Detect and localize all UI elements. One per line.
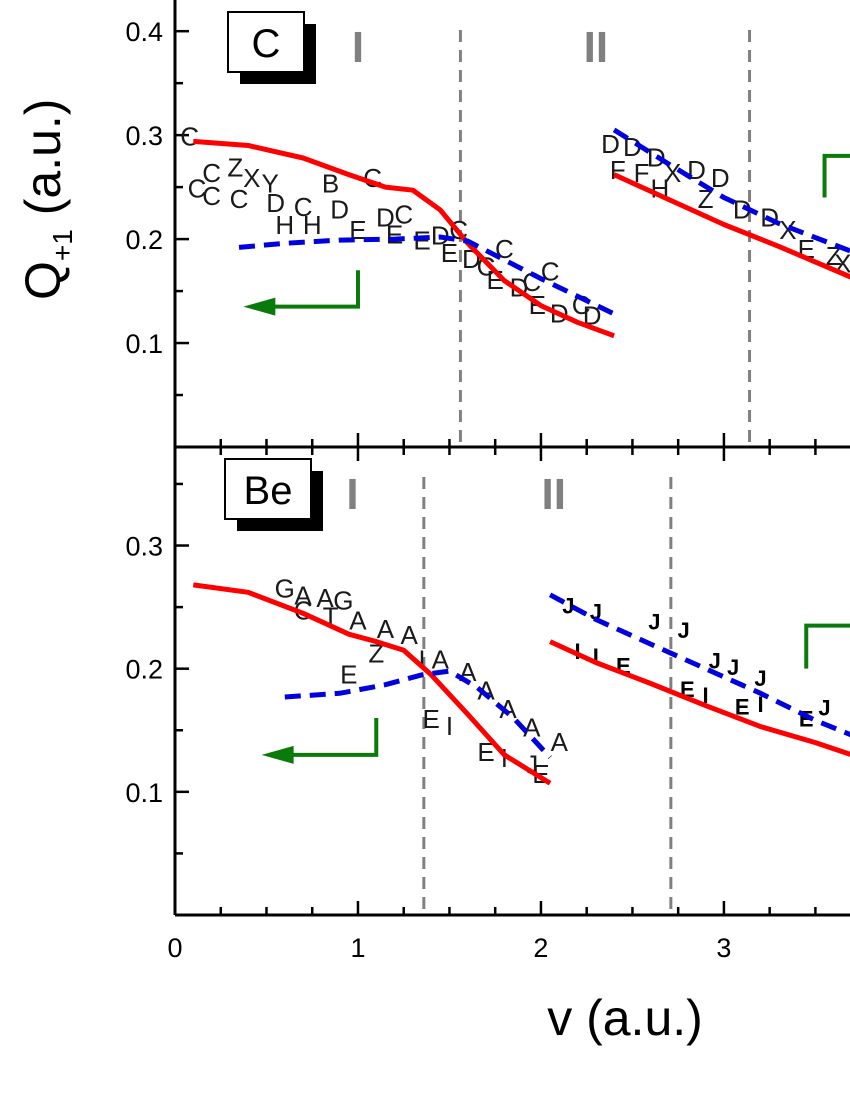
arrow-head <box>261 745 294 764</box>
data-marker: E <box>340 659 357 689</box>
data-marker: A <box>477 675 495 705</box>
element-label-box <box>224 458 312 520</box>
data-marker: B <box>322 168 339 198</box>
data-marker: H <box>303 210 322 240</box>
element-label: Be <box>244 469 293 513</box>
data-marker-bold: J <box>709 649 721 674</box>
data-marker: C <box>202 158 221 188</box>
series-line-red <box>193 138 615 339</box>
data-marker: D <box>623 132 642 162</box>
data-marker: Z <box>227 153 243 183</box>
data-marker: F <box>634 158 650 188</box>
data-marker-bold: I <box>757 692 763 717</box>
region-label: II <box>542 470 566 519</box>
data-marker: C <box>230 184 249 214</box>
data-marker: C <box>202 181 221 211</box>
data-marker: A <box>294 581 312 611</box>
series-line-blue-dashed <box>548 592 850 738</box>
y-axis-title: Q+1 (a.u.) <box>15 99 78 300</box>
data-marker: Y <box>261 168 278 198</box>
data-marker: Z <box>368 639 384 669</box>
arrow-line <box>822 153 850 198</box>
data-marker: X <box>243 163 260 193</box>
data-marker: D <box>330 194 349 224</box>
x-tick-label: 1 <box>350 933 365 963</box>
data-marker: I <box>501 743 508 773</box>
data-marker: A <box>432 645 450 675</box>
data-marker: D <box>583 300 602 330</box>
data-marker: D <box>733 194 752 224</box>
data-marker: C <box>188 174 207 204</box>
y-axis-title-unit: (a.u.) <box>15 99 71 230</box>
data-marker-bold: J <box>678 618 690 643</box>
data-marker-bold: E <box>735 694 750 719</box>
y-tick-label: 0.3 <box>125 532 163 562</box>
series-line-red <box>613 172 850 280</box>
data-marker: A <box>499 694 517 724</box>
element-label-box <box>227 11 305 73</box>
arrow-head <box>243 297 276 316</box>
data-marker: I <box>418 645 425 675</box>
data-marker-bold: I <box>593 644 599 669</box>
data-marker: A <box>316 583 334 613</box>
region-label: I <box>346 470 358 519</box>
y-tick-label: 0.1 <box>125 329 163 359</box>
data-marker: A <box>523 712 541 742</box>
y-tick-label: 0.1 <box>125 778 163 808</box>
data-marker-bold: J <box>648 609 660 634</box>
data-marker: X <box>779 215 796 245</box>
data-marker: C <box>180 122 199 152</box>
data-marker: E <box>477 737 494 767</box>
arrow-line <box>804 623 850 669</box>
data-marker-bold: J <box>818 695 830 720</box>
y-axis-title-main: Q <box>15 261 71 300</box>
data-marker-bold: J <box>754 666 766 691</box>
data-marker: A <box>551 727 569 757</box>
data-marker: E <box>422 704 439 734</box>
data-marker: E <box>441 238 458 268</box>
series-line-blue-dashed <box>238 234 616 317</box>
y-axis-title-sub: +1 <box>47 229 78 261</box>
series-line-red <box>192 582 552 786</box>
element-label: C <box>252 22 281 66</box>
data-marker: D <box>601 129 620 159</box>
series-line-blue-dashed <box>612 127 850 254</box>
data-marker: C <box>294 192 313 222</box>
x-tick-label: 3 <box>716 933 731 963</box>
data-marker: D <box>687 155 706 185</box>
data-marker: E <box>386 219 403 249</box>
arrow-line <box>289 717 379 757</box>
data-marker: A <box>401 620 419 650</box>
data-marker: E <box>413 225 430 255</box>
data-marker-bold: I <box>703 683 709 708</box>
y-tick-label: 0.3 <box>125 121 163 151</box>
x-tick-label: 2 <box>533 933 548 963</box>
data-marker-bold: J <box>727 655 739 680</box>
series-line-blue-dashed <box>284 668 552 760</box>
series-line-red <box>549 639 850 757</box>
arrow-line <box>271 270 360 309</box>
region-label: I <box>352 23 364 72</box>
data-marker: I <box>446 711 453 741</box>
data-marker: C <box>394 200 413 230</box>
data-marker-bold: I <box>574 639 580 664</box>
data-marker: D <box>711 163 730 193</box>
data-marker: D <box>266 188 285 218</box>
data-marker-bold: J <box>562 593 574 618</box>
y-tick-label: 0.2 <box>125 655 163 685</box>
data-marker: H <box>275 210 294 240</box>
data-marker: G <box>333 586 353 616</box>
y-tick-label: 0.4 <box>125 17 163 47</box>
data-marker: G <box>275 573 295 603</box>
x-axis-title: v (a.u.) <box>547 990 703 1046</box>
x-tick-label: 0 <box>167 933 182 963</box>
y-tick-label: 0.2 <box>125 225 163 255</box>
region-label: II <box>584 23 608 72</box>
data-marker: A <box>377 614 395 644</box>
data-marker: D <box>376 203 395 233</box>
data-marker: A <box>349 605 367 635</box>
